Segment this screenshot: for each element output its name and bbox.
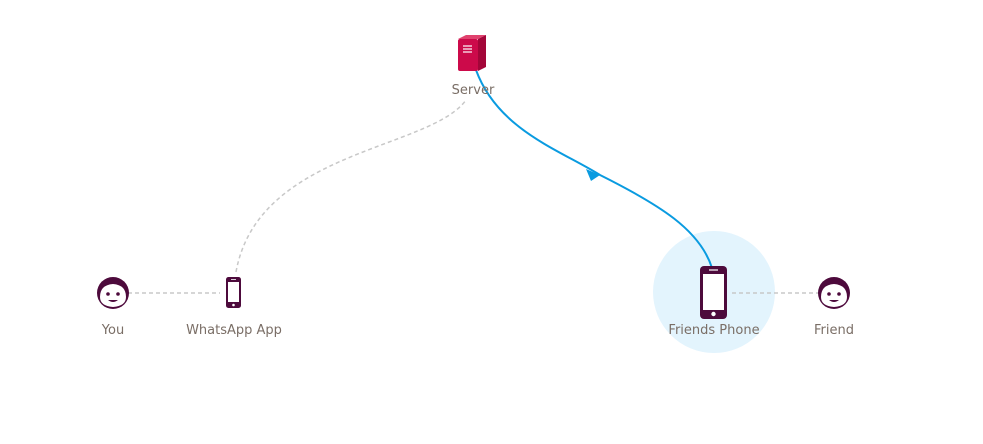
friends-phone-node[interactable]: Friends Phone <box>668 266 760 338</box>
friend-node[interactable]: Friend <box>814 277 854 338</box>
server-node[interactable]: Server <box>452 35 495 98</box>
phone-icon <box>700 266 727 319</box>
you-label: You <box>101 323 124 338</box>
friends-phone-label: Friends Phone <box>668 323 759 338</box>
whatsapp-app-node[interactable]: WhatsApp App <box>186 277 282 338</box>
edge-whatsapp-server <box>235 99 467 273</box>
you-node[interactable]: You <box>97 277 129 338</box>
server-label: Server <box>452 83 495 98</box>
face-icon <box>818 277 850 309</box>
edge-server-friends-phone <box>475 69 713 269</box>
phone-icon <box>226 277 241 308</box>
friend-label: Friend <box>814 323 854 338</box>
server-icon <box>458 35 486 71</box>
face-icon <box>97 277 129 309</box>
edge-arrowhead <box>586 169 600 181</box>
whatsapp-app-label: WhatsApp App <box>186 323 282 338</box>
